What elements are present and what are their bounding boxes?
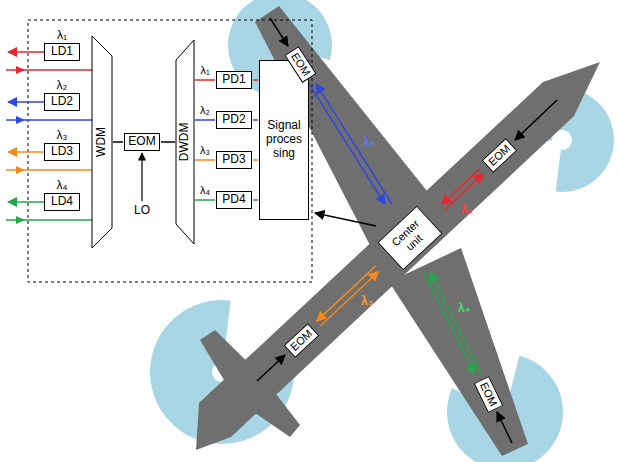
wavelength-label: λ₂ [57, 79, 68, 92]
node-text: PD4 [222, 193, 245, 207]
trapezoid-shape [92, 36, 112, 248]
center-unit-outline [28, 20, 312, 282]
center-unit-box: Center unit [377, 206, 442, 271]
modulator-box: EOM [481, 138, 517, 173]
node-text: WDM [95, 127, 109, 157]
aircraft-fuselage [196, 62, 600, 450]
wavelength-label: λ₄ [57, 179, 68, 192]
wavelength-label: λ₃ [57, 129, 68, 142]
arrowhead [16, 116, 25, 124]
node-text: EOM [486, 142, 513, 168]
node-text: EOM [128, 135, 155, 149]
antenna-input-arrow [257, 355, 285, 381]
node-text: DWDM [178, 123, 192, 162]
lo-input-arrow [141, 153, 142, 201]
node-text: Signal proces sing [260, 119, 308, 160]
wavelength-label: λ₃ [361, 295, 373, 308]
node-text: PD2 [222, 113, 245, 127]
modulator-box: EOM [283, 323, 319, 358]
laser-box: LD2 [44, 93, 80, 111]
photodiode-box: PD4 [216, 191, 252, 209]
return-input-lines [6, 66, 92, 224]
signal-line [309, 84, 385, 204]
signal-line [430, 272, 481, 374]
antenna-input-arrow [270, 18, 288, 46]
arrowhead [16, 66, 25, 74]
signal-line [161, 141, 175, 143]
signal-line [317, 266, 376, 321]
wavelength-label: λ₁ [57, 29, 67, 42]
signal-line [253, 199, 258, 201]
signal-line [253, 79, 258, 81]
wavelength-label: λ₄ [458, 302, 470, 315]
laser-output-line [8, 201, 44, 203]
signal-line [424, 272, 475, 374]
signal-line [195, 79, 215, 81]
photodiode-box: PD3 [216, 151, 252, 169]
node-text: EOM [477, 380, 499, 408]
signal-line [253, 119, 258, 121]
zoom-arrow [315, 213, 376, 226]
node-text: PD3 [222, 153, 245, 167]
laser-output-lines [8, 52, 44, 202]
signal-line [195, 199, 215, 201]
node-text: PD1 [222, 73, 245, 87]
node-text: LD1 [51, 45, 73, 59]
arrowhead [16, 166, 25, 174]
node-text: EOM [288, 327, 315, 353]
signal-line [316, 84, 392, 204]
signal-line [320, 272, 378, 326]
photodiode-box: PD2 [216, 111, 252, 129]
antenna-inputs [257, 18, 557, 443]
wavelength-label: λ₃ [200, 144, 210, 156]
aircraft [196, 6, 600, 456]
arrowhead [16, 216, 25, 224]
processing-box: Signal proces sing [259, 60, 309, 220]
wdm-multiplexer: WDM [92, 36, 112, 248]
modulator-box: EOM [473, 375, 503, 412]
node-text: Center unit [382, 211, 437, 265]
aircraft-wing [389, 248, 528, 456]
wavelength-label: λ₁ [461, 203, 473, 216]
signal-line [442, 169, 480, 204]
wavelength-label: λ₁ [201, 64, 210, 76]
antenna-input-arrow [497, 412, 512, 443]
laser-box: LD1 [44, 43, 80, 61]
signal-line [113, 141, 123, 143]
signal-name: LO [134, 204, 150, 217]
photodiode-box: PD1 [216, 71, 252, 89]
wavelength-label: λ₂ [363, 136, 375, 149]
laser-output-line [8, 101, 44, 103]
wavelength-label: λ₄ [200, 184, 210, 196]
laser-output-line [8, 151, 44, 153]
antenna-input-arrow [515, 100, 557, 140]
coverage-fans [150, 0, 614, 462]
signal-line [195, 119, 215, 121]
laser-output-line [8, 51, 44, 53]
node-text: LD4 [51, 195, 73, 209]
wavelength-label: λ₂ [200, 104, 210, 116]
signal-line [195, 159, 215, 161]
node-text: LD3 [51, 145, 73, 159]
trapezoid-shape [176, 40, 194, 244]
signal-line [253, 159, 258, 161]
laser-box: LD4 [44, 193, 80, 211]
laser-box: LD3 [44, 143, 80, 161]
modulator-box: EOM [124, 133, 160, 151]
dwdm-demultiplexer: DWDM [176, 40, 194, 244]
node-text: LD2 [51, 95, 73, 109]
